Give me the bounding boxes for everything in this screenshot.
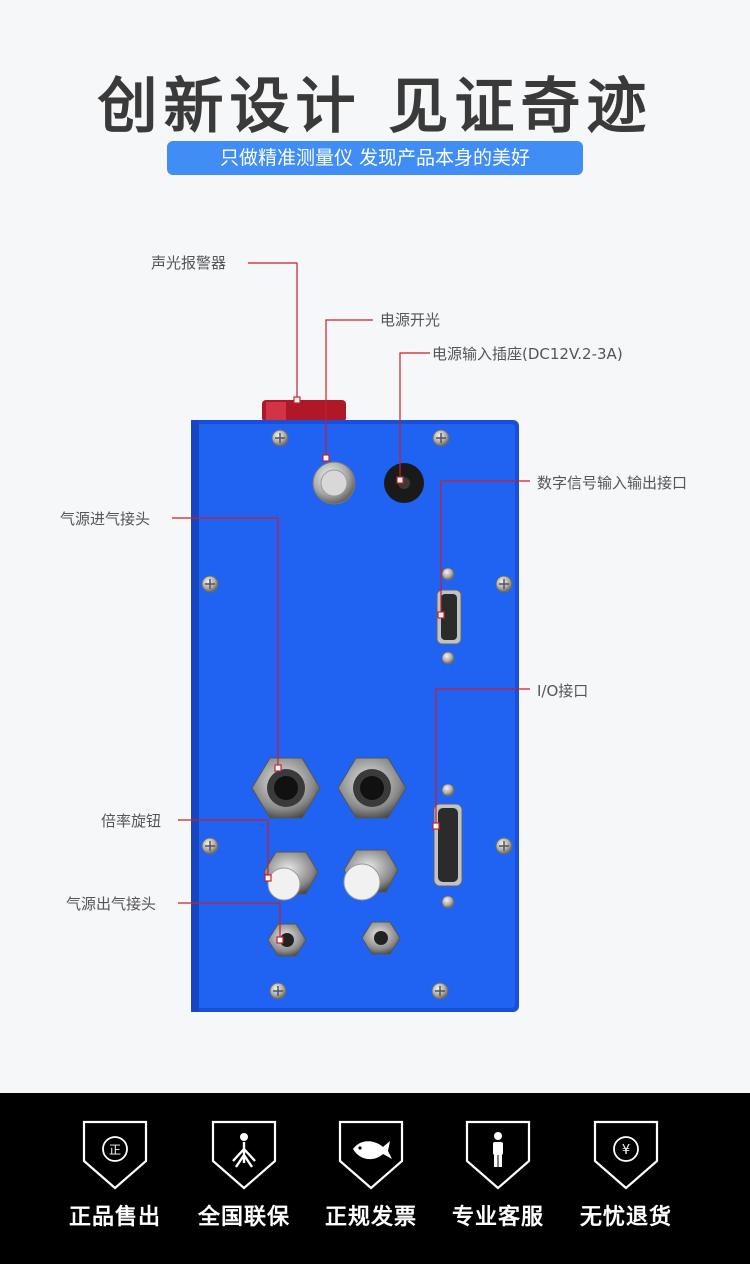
callout-digital-io: 数字信号输入输出接口: [537, 474, 688, 492]
svg-text:¥: ¥: [622, 1143, 630, 1158]
callout-lines: [172, 262, 530, 940]
badge-genuine: 正 正品售出: [50, 1119, 180, 1231]
power-switch[interactable]: [312, 461, 356, 505]
fish-invoice-icon: [338, 1120, 404, 1190]
air-inlet-connector: [251, 757, 321, 819]
device-diagram: [172, 262, 530, 1012]
badge-return: ¥ 无忧退货: [561, 1119, 691, 1231]
db15-connector: [433, 803, 463, 887]
headline: 创新设计 见证奇迹: [97, 72, 653, 142]
badge-label: 正品售出: [68, 1205, 161, 1230]
yen-return-icon: ¥: [593, 1120, 659, 1190]
callout-ratio-knob: 倍率旋钮: [101, 812, 162, 830]
db9-connector: [436, 589, 462, 645]
callout-markers: [264, 396, 445, 944]
ratio-knob[interactable]: [263, 851, 319, 901]
callout-air-outlet: 气源出气接头: [66, 895, 157, 913]
genuine-seal-icon: 正: [82, 1120, 148, 1190]
callout-io-port: I/O接口: [537, 682, 589, 700]
power-input-jack: [384, 463, 424, 503]
subtitle-banner: 只做精准测量仪 发现产品本身的美好: [167, 141, 583, 175]
badge-label: 专业客服: [451, 1205, 544, 1230]
device-panel: [191, 420, 519, 1012]
service-person-icon: [465, 1120, 531, 1190]
badge-service: 专业客服: [433, 1119, 563, 1231]
alarm-light: [262, 400, 346, 422]
badge-label: 无忧退货: [579, 1205, 672, 1230]
badge-label: 正规发票: [324, 1205, 417, 1230]
callout-alarm: 声光报警器: [151, 254, 227, 272]
callout-air-inlet: 气源进气接头: [60, 510, 151, 528]
badge-warranty: 全国联保: [179, 1119, 309, 1231]
air-inlet-connector-2: [337, 757, 407, 819]
callout-power-switch: 电源开光: [380, 311, 441, 329]
badge-label: 全国联保: [197, 1205, 290, 1230]
badge-invoice: 正规发票: [306, 1119, 436, 1231]
air-outlet-connector-2: [361, 921, 401, 955]
warranty-person-icon: [211, 1120, 277, 1190]
ratio-knob-2[interactable]: [343, 849, 399, 901]
svg-text:正: 正: [109, 1143, 121, 1157]
callout-power-input: 电源输入插座(DC12V.2-3A): [432, 345, 623, 363]
